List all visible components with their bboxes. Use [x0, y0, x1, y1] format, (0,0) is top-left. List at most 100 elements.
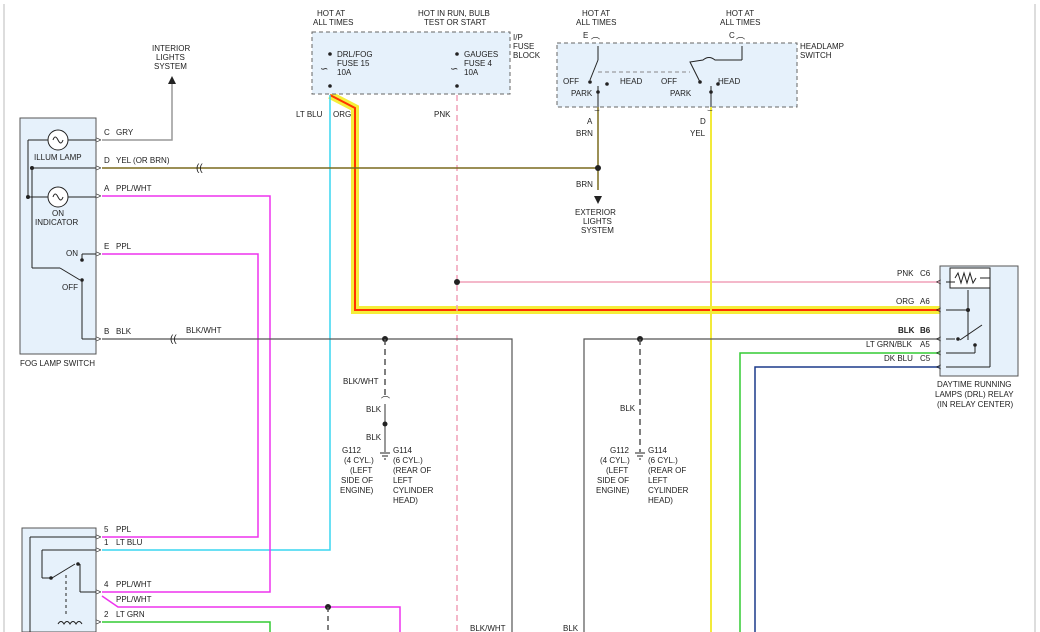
svg-text:>: >: [96, 587, 101, 597]
svg-text:E: E: [104, 242, 109, 251]
svg-text:B: B: [104, 327, 109, 336]
svg-text:ORG: ORG: [896, 297, 914, 306]
illum-lamp-label: ILLUM LAMP: [34, 153, 82, 162]
lt-blu-label: LT BLU: [296, 110, 323, 119]
svg-text:>: >: [96, 163, 101, 173]
svg-text:LT BLU: LT BLU: [116, 538, 143, 547]
interior-arrow: [168, 76, 176, 84]
hs-head-2: HEAD: [718, 77, 740, 86]
svg-text:PPL: PPL: [116, 525, 132, 534]
fog-switch-pin-c: >C GRY: [96, 128, 134, 145]
blk-label-bottom: BLK: [563, 624, 579, 632]
svg-text:2: 2: [104, 610, 109, 619]
blk-label-left-2: BLK: [366, 433, 382, 442]
svg-text:<: <: [936, 277, 941, 287]
blk-label-right: BLK: [620, 404, 636, 413]
svg-text:B6: B6: [920, 326, 931, 335]
blk-wht-label-top: BLK/WHT: [186, 326, 222, 335]
fog-relay-pin-4: >4 PPL/WHT: [96, 580, 152, 597]
svg-text:C5: C5: [920, 354, 931, 363]
svg-text:PPL: PPL: [116, 242, 132, 251]
svg-text:>: >: [96, 191, 101, 201]
gry-wire: [102, 82, 173, 141]
hs-off-1: OFF: [563, 77, 579, 86]
dk-blu-wire: [754, 366, 940, 632]
ppl-wht-wire: [102, 195, 271, 593]
blk-wht-label-left: BLK/WHT: [343, 377, 379, 386]
fog-relay-pin-2: >2 LT GRN: [96, 610, 145, 627]
headlamp-switch-box: [556, 42, 798, 108]
fog-lamp-switch-box: [19, 117, 97, 355]
hs-head-1: HEAD: [620, 77, 642, 86]
svg-text:A6: A6: [920, 297, 930, 306]
svg-text:4: 4: [104, 580, 109, 589]
yel-label: YEL: [690, 129, 706, 138]
svg-text:LT GRN/BLK: LT GRN/BLK: [866, 340, 913, 349]
pnk-label: PNK: [434, 110, 451, 119]
fog-relay-box: [21, 527, 97, 632]
brn-splice: [595, 165, 601, 171]
org-wire: [329, 94, 940, 311]
conn-d: ⌣: [707, 105, 713, 115]
svg-text:PPL/WHT: PPL/WHT: [116, 580, 152, 589]
svg-text:>: >: [96, 532, 101, 542]
headlamp-switch-internals: [589, 46, 743, 107]
svg-text:LT GRN: LT GRN: [116, 610, 145, 619]
svg-text:>: >: [96, 617, 101, 627]
exterior-arrow: [594, 196, 602, 204]
blk-drop-dot-left: [382, 421, 388, 427]
ppl-wire: [102, 253, 259, 538]
fog-lamp-switch-label: FOG LAMP SWITCH: [20, 359, 95, 368]
svg-text:A: A: [104, 184, 110, 193]
svg-text:C: C: [104, 128, 110, 137]
svg-text:PNK: PNK: [897, 269, 914, 278]
pin-d: D: [700, 117, 706, 126]
fog-switch-pin-e: >E PPL: [96, 242, 132, 259]
hs-off-2: OFF: [661, 77, 677, 86]
svg-text:<: <: [936, 305, 941, 315]
svg-text:>: >: [96, 334, 101, 344]
org-label: ORG: [333, 110, 351, 119]
svg-text:>: >: [96, 135, 101, 145]
fog-switch-internals: [27, 129, 96, 340]
lt-grn-wire: [102, 621, 271, 632]
ground-symbol-right: [635, 452, 645, 460]
fog-relay-internals: [29, 536, 96, 632]
fog-off-label: OFF: [62, 283, 78, 292]
blk-label-left-1: BLK: [366, 405, 382, 414]
ground-symbol-left: [380, 452, 390, 460]
svg-text:GRY: GRY: [116, 128, 134, 137]
drl-relay-internals: [946, 267, 991, 368]
svg-text:<: <: [936, 334, 941, 344]
pin-c: C: [729, 31, 735, 40]
conn-yel: ((: [196, 163, 203, 174]
fuse15-symbol: ∽: [320, 64, 328, 75]
svg-text:>: >: [96, 249, 101, 259]
org-wire-highlight: [328, 91, 940, 314]
blk-wire-left: [102, 338, 513, 632]
pin-e: E: [583, 31, 588, 40]
svg-text:YEL (OR BRN): YEL (OR BRN): [116, 156, 170, 165]
fog-on-label: ON: [66, 249, 78, 258]
svg-text:DK BLU: DK BLU: [884, 354, 913, 363]
conn-blk-wht: ⌒: [381, 396, 390, 406]
